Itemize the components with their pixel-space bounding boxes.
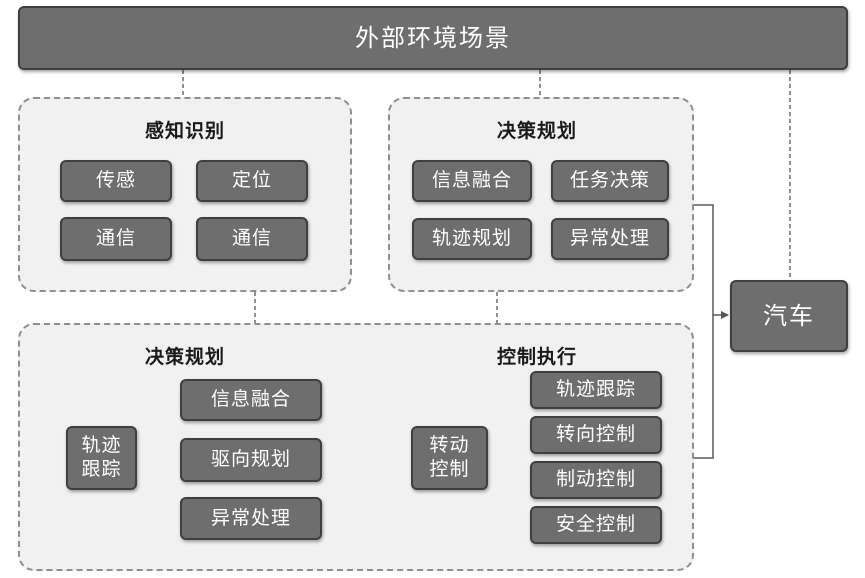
control-item-safety-control: 安全控制 <box>530 506 662 544</box>
perception-item-sensing: 传感 <box>60 160 172 202</box>
control-item-trajectory-tracking: 轨迹跟踪 <box>530 371 662 409</box>
decision-planning-title-top: 决策规划 <box>497 120 578 142</box>
external-environment-bar: 外部环境场景 <box>18 6 848 70</box>
decision-item-task-decision: 任务决策 <box>551 160 669 202</box>
control-item-label: 制动控制 <box>555 468 636 491</box>
decision-planning-title-bottom: 决策规划 <box>145 346 226 368</box>
car-box: 汽车 <box>730 280 848 352</box>
source-label-line-2: 跟踪 <box>81 458 122 480</box>
decision-item-info-fusion: 信息融合 <box>412 160 532 202</box>
control-item-label: 转向控制 <box>555 423 636 446</box>
perception-item-label: 传感 <box>95 169 136 192</box>
perception-item-label: 通信 <box>95 227 136 250</box>
control-source-line-2: 控制 <box>429 458 470 480</box>
trajectory-tracking-source: 轨迹 跟踪 <box>66 426 137 490</box>
perception-title: 感知识别 <box>145 120 226 142</box>
control-source-line-1: 转动 <box>429 434 470 457</box>
lower-decision-item-label: 信息融合 <box>210 388 291 411</box>
lower-decision-item-label: 异常处理 <box>210 506 291 529</box>
rotation-control-source: 转动 控制 <box>411 426 488 490</box>
decision-item-label: 信息融合 <box>431 169 512 192</box>
decision-item-label: 任务决策 <box>569 169 650 192</box>
lower-decision-item-label: 驱向规划 <box>210 448 291 471</box>
control-execution-title: 控制执行 <box>497 346 578 368</box>
decision-item-trajectory-planning: 轨迹规划 <box>412 218 532 260</box>
decision-item-label: 异常处理 <box>569 227 650 250</box>
perception-item-label: 定位 <box>231 169 272 192</box>
lower-decision-item-info-fusion: 信息融合 <box>180 379 322 421</box>
lower-decision-item-exception-handling: 异常处理 <box>180 497 322 540</box>
decision-item-label: 轨迹规划 <box>431 227 512 250</box>
external-environment-label: 外部环境场景 <box>355 24 511 52</box>
control-item-label: 安全控制 <box>555 513 636 536</box>
control-item-steering-control: 转向控制 <box>530 416 662 454</box>
source-label-line-1: 轨迹 <box>81 434 122 457</box>
perception-item-positioning: 定位 <box>196 160 308 202</box>
perception-item-communication-1: 通信 <box>60 217 172 261</box>
control-item-label: 轨迹跟踪 <box>555 378 636 401</box>
feedback-line <box>694 204 714 459</box>
control-item-braking-control: 制动控制 <box>530 461 662 499</box>
perception-item-label: 通信 <box>231 227 272 250</box>
lower-decision-item-direction-planning: 驱向规划 <box>180 438 322 482</box>
decision-item-exception-handling: 异常处理 <box>551 218 669 260</box>
perception-item-communication-2: 通信 <box>196 217 308 261</box>
car-label: 汽车 <box>763 302 815 330</box>
